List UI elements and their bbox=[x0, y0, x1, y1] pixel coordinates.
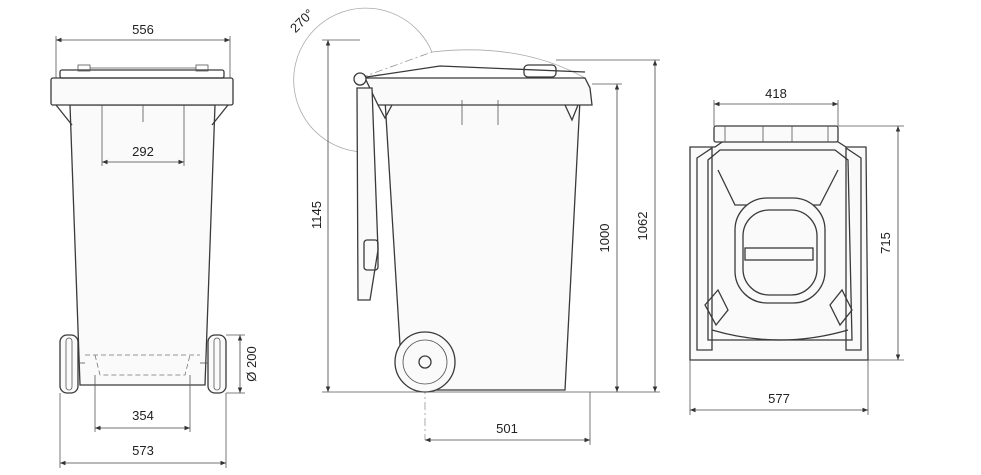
dim-open-angle: 270° bbox=[287, 6, 317, 36]
dim-front-lid-width: 556 bbox=[132, 22, 154, 37]
top-view: 418 715 577 bbox=[689, 86, 904, 415]
dim-front-base-width: 354 bbox=[132, 408, 154, 423]
front-lid bbox=[50, 77, 234, 106]
front-wheel-left bbox=[59, 334, 79, 394]
side-lid-open bbox=[356, 87, 379, 301]
top-handle bbox=[713, 125, 839, 143]
side-wheel bbox=[394, 331, 456, 393]
lid-swing-arc bbox=[293, 7, 586, 153]
dim-top-total-width: 577 bbox=[768, 391, 790, 406]
dim-front-total-width: 573 bbox=[132, 443, 154, 458]
dim-top-depth: 715 bbox=[878, 232, 893, 254]
front-wheel-right bbox=[207, 334, 227, 394]
dim-top-handle-width: 418 bbox=[765, 86, 787, 101]
dim-wheel-diameter: Ø 200 bbox=[244, 346, 259, 381]
side-lid bbox=[363, 77, 593, 106]
dim-side-body-height: 1000 bbox=[597, 224, 612, 253]
dim-side-depth: 501 bbox=[496, 421, 518, 436]
dim-front-inner-width: 292 bbox=[132, 144, 154, 159]
dim-side-open-height: 1145 bbox=[309, 201, 324, 229]
dim-side-total-height: 1062 bbox=[635, 212, 650, 241]
front-view: 556 292 354 573 Ø 200 bbox=[50, 22, 259, 468]
front-lid-top bbox=[59, 69, 225, 79]
top-label-slot bbox=[744, 247, 814, 261]
side-view: 270° 1145 1000 1062 501 bbox=[287, 6, 660, 445]
top-lid-recess bbox=[734, 197, 826, 304]
